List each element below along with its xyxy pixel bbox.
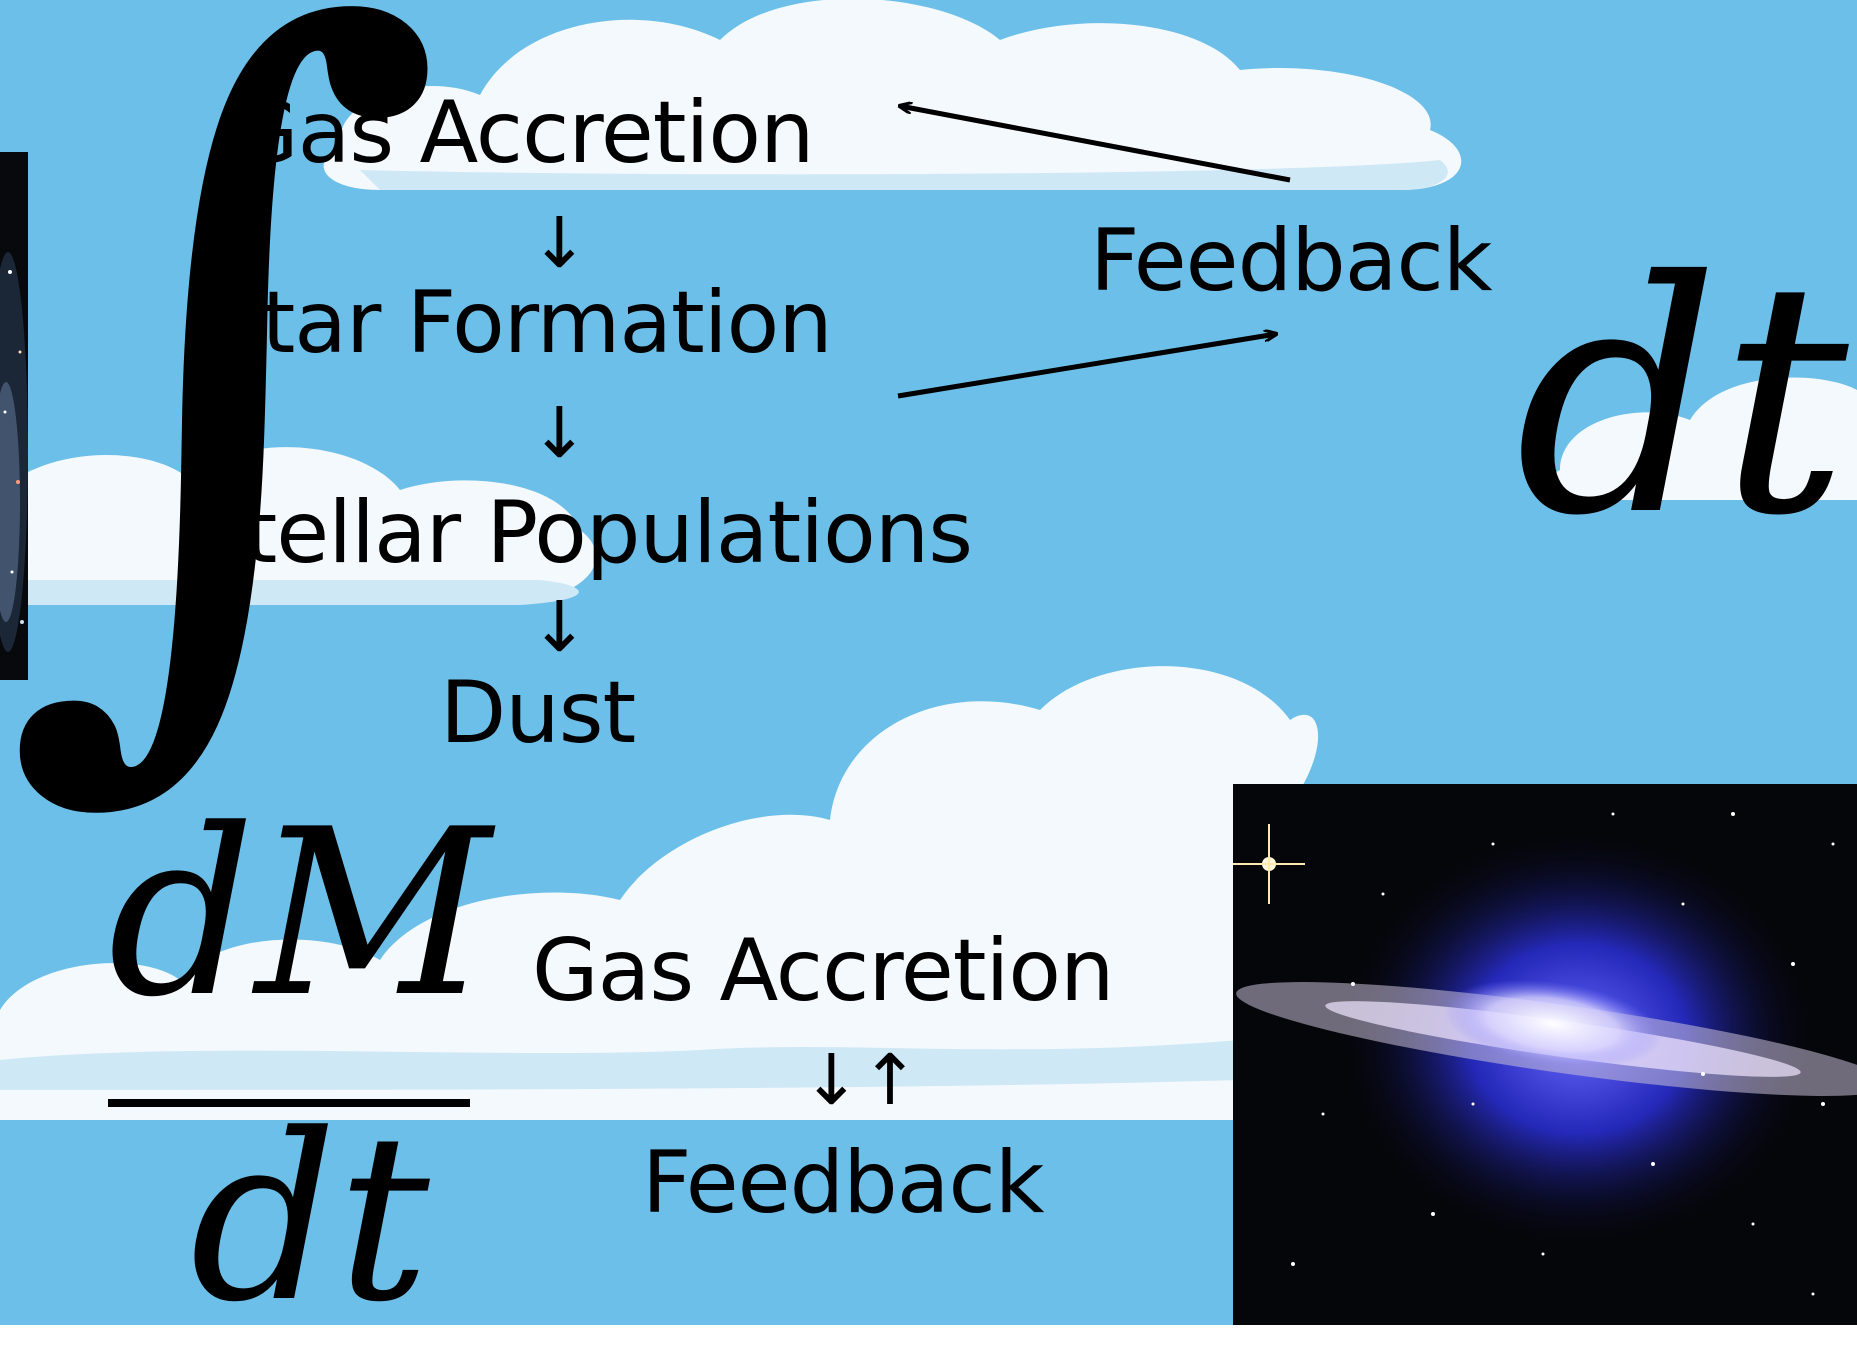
lower-feedback-label: Feedback (642, 1133, 1045, 1233)
derivative-numerator: dM (108, 781, 491, 1048)
feedback-arrows (108, 0, 1291, 1107)
stellar-populations-label: Stellar Populations (190, 483, 973, 583)
bidirectional-arrows: ↓↑ (802, 1039, 920, 1121)
integral-differential: dt (1515, 214, 1849, 586)
derivative-denominator: dt (190, 1086, 430, 1353)
galaxy-image-left (0, 152, 28, 680)
star (1233, 824, 1305, 904)
down-arrow: ↓ (530, 586, 589, 668)
cloud (0, 666, 1319, 1325)
star-formation-label: Star Formation (208, 273, 833, 373)
cloud (1546, 377, 1857, 500)
cloud (0, 447, 597, 605)
gas-accretion-label: Gas Accretion (232, 83, 814, 183)
arrow-star-formation-to-feedback (897, 334, 1276, 399)
down-arrow: ↓ (530, 202, 589, 284)
cloud (323, 0, 1462, 190)
down-arrow: ↓ (530, 392, 589, 474)
lower-gas-accretion-label: Gas Accretion (532, 921, 1114, 1021)
arrow-feedback-to-gas-accretion (900, 106, 1291, 183)
galaxy-image-right (1233, 784, 1857, 1325)
feedback-label: Feedback (1090, 211, 1493, 311)
integral-symbol: ∫ (0, 0, 449, 860)
dust-label: Dust (440, 663, 636, 763)
